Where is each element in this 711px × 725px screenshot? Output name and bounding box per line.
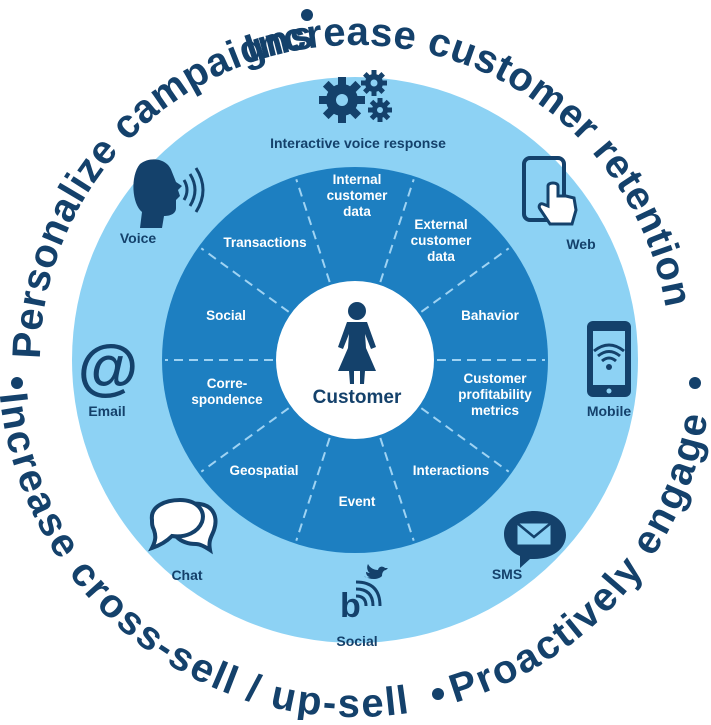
segment-label-line: Customer [463,371,527,386]
social-media-icon: b [340,564,388,625]
segment-divider [379,178,415,283]
separator-dot [301,9,313,21]
segment-label: Social [206,308,246,323]
segment-label-line: spondence [191,392,263,407]
svg-text:b: b [340,587,361,625]
channel-email-label: Email [88,403,125,419]
segment-divider [295,178,331,283]
segment-label-line: data [343,204,371,219]
segment-label: Corre-spondence [191,376,263,407]
gears-icon [319,70,392,123]
segment-label-line: Transactions [223,235,306,250]
segment-divider [379,437,415,542]
segment-label-line: metrics [471,403,519,418]
mobile-wifi-icon [587,321,631,397]
segment-divider [420,407,510,473]
channel-voice-label: Voice [120,230,157,246]
separator-dot [689,377,701,389]
segment-dividers [165,178,545,542]
separator-dot [11,377,23,389]
segment-divider [200,247,290,313]
segment-label: Geospatial [229,463,298,478]
segment-label-line: Social [206,308,246,323]
segment-label: Bahavior [461,308,520,323]
segment-label: Interactions [413,463,490,478]
center-label: Customer [313,387,402,408]
channel-social-label: Social [336,633,377,649]
segment-label-line: customer [411,233,473,248]
svg-text:@: @ [78,333,138,402]
segment-divider [200,407,290,473]
segment-label-line: data [427,249,455,264]
segment-label-line: Bahavior [461,308,520,323]
segment-divider [295,437,331,542]
segment-label-line: Corre- [207,376,248,391]
segment-label-line: Event [339,494,376,509]
segment-label-line: profitability [458,387,532,402]
touch-phone-icon [522,156,578,226]
channel-sms-label: SMS [492,566,522,582]
segment-label-line: External [414,217,467,232]
segment-label: Transactions [223,235,306,250]
segment-label-line: Geospatial [229,463,298,478]
segment-label-line: customer [327,188,389,203]
channel-mobile-label: Mobile [587,403,632,419]
channel-chat-label: Chat [171,567,202,583]
segment-divider [420,247,510,313]
chat-bubbles-icon [148,497,218,555]
channel-ivr-label: Interactive voice response [270,135,446,151]
segment-label: Event [339,494,376,509]
speaking-head-icon [133,159,205,228]
separator-dot [432,688,444,700]
message-envelope-icon [504,511,566,568]
segment-label-line: Internal [333,172,382,187]
channel-web-label: Web [566,236,595,252]
customer-person-icon [338,302,376,384]
at-sign-icon: @ [78,333,138,402]
segment-label-line: Interactions [413,463,490,478]
